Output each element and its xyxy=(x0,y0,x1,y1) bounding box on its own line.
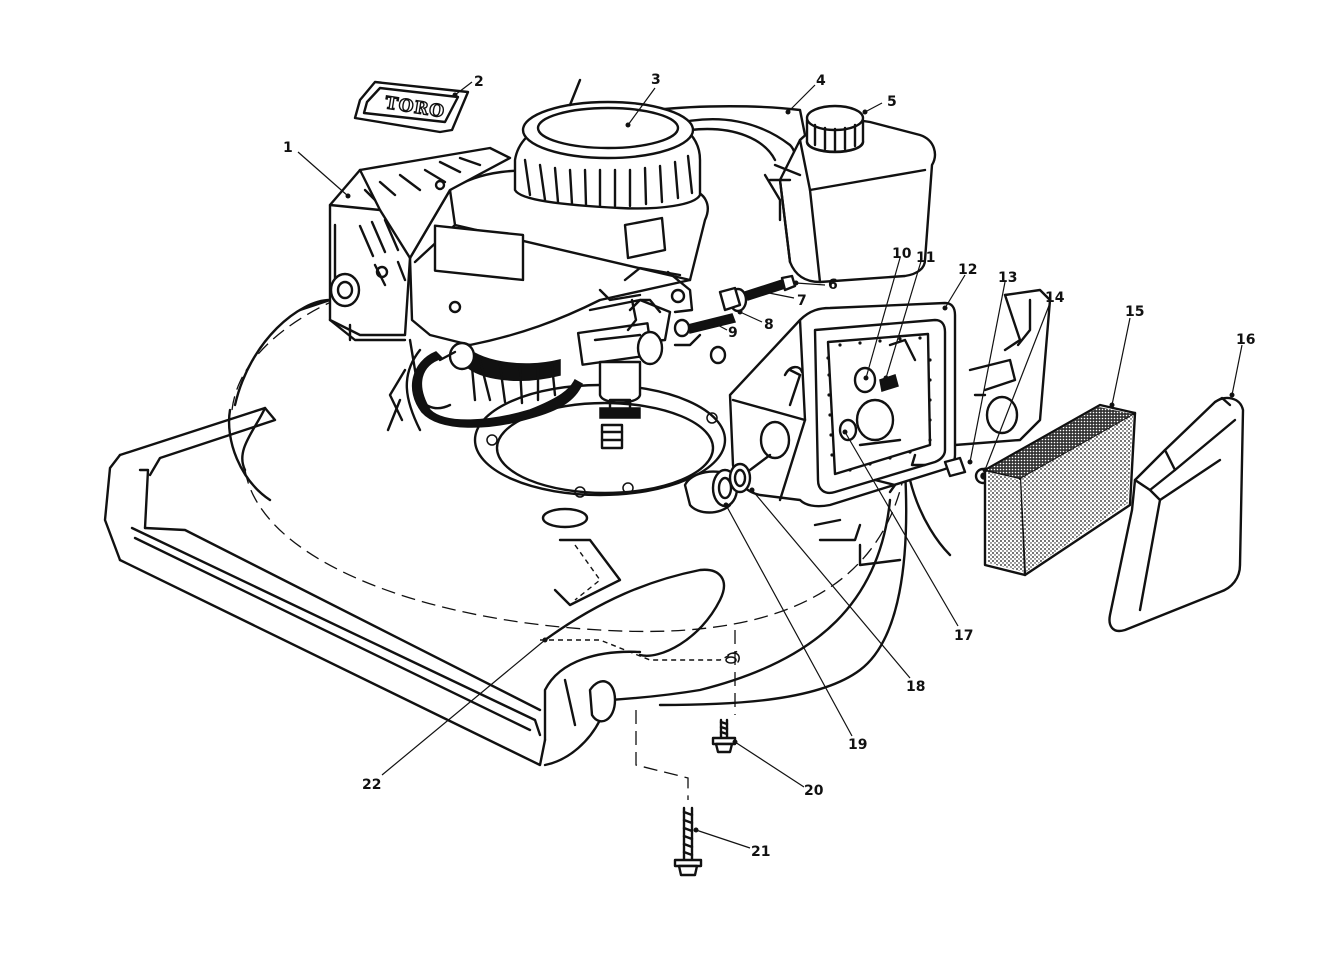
callout-5: 5 xyxy=(887,94,897,110)
callout-3: 3 xyxy=(651,72,661,88)
callout-20: 20 xyxy=(804,783,824,799)
callout-12: 12 xyxy=(958,262,977,278)
callout-7: 7 xyxy=(797,293,807,309)
callout-22: 22 xyxy=(362,777,381,793)
callout-8: 8 xyxy=(764,317,774,333)
side-guard xyxy=(953,288,1052,447)
deck-bolts xyxy=(635,630,740,877)
callout-16: 16 xyxy=(1236,332,1255,348)
air-cleaner-body xyxy=(728,301,957,508)
filter-element xyxy=(983,403,1137,577)
callout-leaders xyxy=(297,81,1243,849)
callout-4: 4 xyxy=(816,73,826,89)
mower-deck xyxy=(103,269,952,767)
callout-11: 11 xyxy=(916,250,935,266)
callout-9: 9 xyxy=(728,325,738,341)
callout-1: 1 xyxy=(283,140,293,156)
callout-14: 14 xyxy=(1045,290,1065,306)
callout-18: 18 xyxy=(906,679,925,695)
callout-labels: 1 2 3 4 5 6 7 8 9 10 11 12 13 14 15 16 1… xyxy=(283,72,1255,860)
callout-15: 15 xyxy=(1125,304,1144,320)
callout-17: 17 xyxy=(954,628,973,644)
air-cleaner-cover xyxy=(1108,396,1245,633)
engine xyxy=(328,78,807,450)
callout-13: 13 xyxy=(998,270,1017,286)
callout-21: 21 xyxy=(751,844,770,860)
callout-6: 6 xyxy=(828,277,838,293)
gasket-rim-dots xyxy=(826,336,932,472)
fuel-tank xyxy=(763,104,936,284)
breather-assembly xyxy=(683,453,772,514)
callout-10: 10 xyxy=(892,246,912,262)
callout-2: 2 xyxy=(474,74,484,90)
toro-decal: TORO xyxy=(353,80,470,134)
leader-end-dots xyxy=(345,92,1235,833)
callout-19: 19 xyxy=(848,737,867,753)
